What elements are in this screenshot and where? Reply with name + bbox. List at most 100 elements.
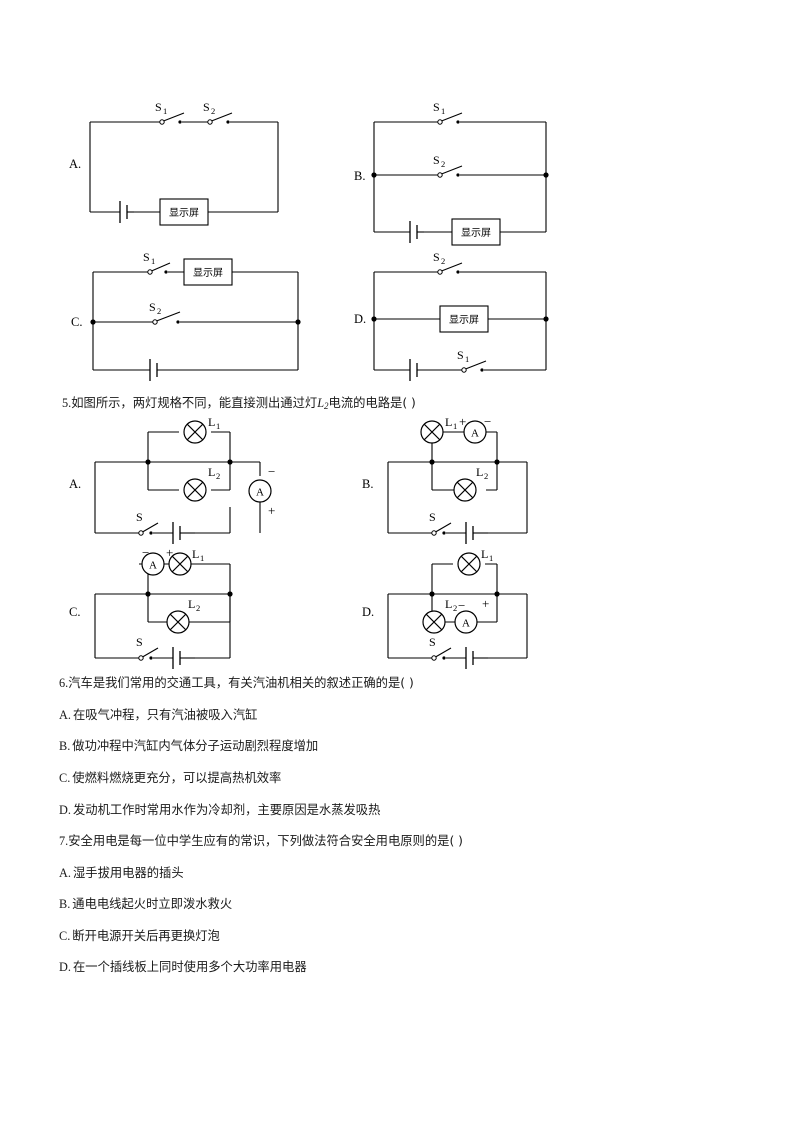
- lamp-symbol-l1: [457, 552, 481, 576]
- ammeter-plus-sign: +: [166, 545, 173, 560]
- junction-node: [90, 319, 96, 325]
- circuit-figure-q5-option-b: L 1 A + − L 2 S B.: [362, 414, 622, 544]
- display-screen-box: [451, 218, 501, 246]
- lamp-sub-l1: 1: [489, 553, 493, 563]
- switch-label-s1: S: [143, 250, 150, 264]
- switch-label-s2: S: [433, 250, 440, 264]
- junction-node: [429, 591, 435, 597]
- junction-node: [371, 172, 377, 178]
- lamp-symbol-l1: [168, 552, 192, 576]
- junction-node: [145, 459, 151, 465]
- option-letter-q5-c: C.: [69, 605, 81, 619]
- lamp-label-l2: L: [476, 465, 483, 479]
- ammeter-plus-sign: +: [459, 414, 466, 429]
- question6-option-a: A.在吸气冲程，只有汽油被吸入汽缸: [59, 708, 257, 723]
- junction-node: [371, 316, 377, 322]
- ammeter-minus-sign: −: [484, 414, 491, 429]
- circuit-figure-q4-option-b: S 1 S 2 显示屏 B.: [354, 100, 610, 246]
- question5-stem: 5.如图所示，两灯规格不同，能直接测出通过灯L2电流的电路是( ): [62, 396, 416, 412]
- display-screen-label: 显示屏: [449, 314, 479, 326]
- display-screen-label: 显示屏: [169, 207, 199, 219]
- circuit-figure-q5-option-c: A − + L 1 L 2 S: [60, 545, 310, 669]
- question7-option-c: C.断开电源开关后再更换灯泡: [59, 929, 220, 944]
- option-text: 发动机工作时常用水作为冷却剂，主要原因是水蒸发吸热: [72, 803, 381, 817]
- lamp-symbol-l2: [453, 478, 477, 502]
- display-screen-label: 显示屏: [461, 227, 491, 239]
- junction-node: [543, 316, 549, 322]
- switch-label-s: S: [429, 635, 436, 649]
- ammeter-letter: A: [462, 618, 470, 630]
- question7-number: 7.: [59, 834, 69, 848]
- lamp-label-l1: L: [445, 415, 452, 429]
- option-letter: A.: [59, 866, 71, 880]
- option-text: 通电电线起火时立即泼水救火: [72, 897, 233, 911]
- switch-label-s2: S: [433, 153, 440, 167]
- lamp-sub-l1: 1: [216, 421, 220, 431]
- option-letter-q5-d: D.: [362, 605, 375, 619]
- lamp-sub-l1: 1: [453, 421, 457, 431]
- switch-label-s2: S: [149, 300, 156, 314]
- junction-node: [494, 591, 500, 597]
- question5-lamp-sub: 2: [324, 400, 329, 411]
- circuit-figure-q5-option-d: L 1 L 2 A − + S D.: [362, 547, 622, 669]
- option-letter: C.: [59, 771, 71, 785]
- display-screen-box: [183, 258, 233, 286]
- lamp-sub-l2: 2: [216, 471, 220, 481]
- ammeter-minus-sign: −: [458, 598, 465, 613]
- switch-label-s: S: [429, 510, 436, 524]
- junction-node: [429, 459, 435, 465]
- lamp-symbol-l1: [183, 420, 207, 444]
- question5-lamp-symbol: L: [317, 396, 325, 410]
- switch-sub-s1: 1: [151, 256, 155, 266]
- lamp-sub-l2: 2: [484, 471, 488, 481]
- display-screen-box: [439, 305, 489, 333]
- option-letter: C.: [59, 929, 71, 943]
- question7-option-b: B.通电电线起火时立即泼水救火: [59, 897, 232, 912]
- ammeter-letter: A: [256, 487, 264, 499]
- switch-label-s1: S: [457, 348, 464, 362]
- question7-option-a: A.湿手拔用电器的插头: [59, 866, 184, 881]
- circuit-figure-q4-option-c: S 1 显示屏 S 2 C.: [60, 250, 310, 381]
- question5-number: 5.: [62, 396, 72, 410]
- switch-label-s: S: [136, 635, 143, 649]
- switch-label-s2: S: [203, 100, 210, 114]
- option-letter: B.: [59, 897, 71, 911]
- junction-node: [227, 459, 233, 465]
- lamp-sub-l1: 1: [200, 553, 204, 563]
- lamp-label-l1: L: [481, 547, 488, 561]
- ammeter-letter: A: [149, 560, 157, 572]
- lamp-symbol-l1: [420, 420, 444, 444]
- lamp-label-l2: L: [188, 597, 195, 611]
- circuit-figure-q5-option-a: L 1 L 2 A − + S A.: [60, 415, 310, 544]
- lamp-label-l1: L: [192, 547, 199, 561]
- option-letter-q4-d: D.: [354, 312, 367, 326]
- junction-node: [543, 172, 549, 178]
- switch-sub-s2: 2: [211, 106, 215, 116]
- option-text: 在一个插线板上同时使用多个大功率用电器: [72, 960, 307, 974]
- option-text: 湿手拔用电器的插头: [72, 866, 184, 880]
- switch-sub-s1: 1: [441, 106, 445, 116]
- ammeter-symbol: A: [248, 479, 272, 503]
- junction-node: [145, 591, 151, 597]
- junction-node: [295, 319, 301, 325]
- option-text: 做功冲程中汽缸内气体分子运动剧烈程度增加: [72, 739, 319, 753]
- option-letter-q5-b: B.: [362, 477, 374, 491]
- ammeter-plus-sign: +: [268, 503, 275, 518]
- option-letter: D.: [59, 960, 71, 974]
- switch-label-s1: S: [155, 100, 162, 114]
- ammeter-minus-sign: −: [142, 545, 149, 560]
- display-screen-label: 显示屏: [193, 267, 223, 279]
- question6-option-d: D.发动机工作时常用水作为冷却剂，主要原因是水蒸发吸热: [59, 803, 380, 818]
- lamp-symbol-l2: [422, 610, 446, 634]
- switch-sub-s2: 2: [157, 306, 161, 316]
- option-letter-q4-b: B.: [354, 169, 366, 183]
- switch-label-s1: S: [433, 100, 440, 114]
- question7-stem-text: 安全用电是每一位中学生应有的常识，下列做法符合安全用电原则的是( ): [68, 834, 463, 848]
- ammeter-letter: A: [471, 428, 479, 440]
- question7-option-d: D.在一个插线板上同时使用多个大功率用电器: [59, 960, 307, 975]
- switch-label-s: S: [136, 510, 143, 524]
- option-letter: A.: [59, 708, 71, 722]
- lamp-sub-l2: 2: [453, 603, 457, 613]
- option-letter-q4-a: A.: [69, 157, 82, 171]
